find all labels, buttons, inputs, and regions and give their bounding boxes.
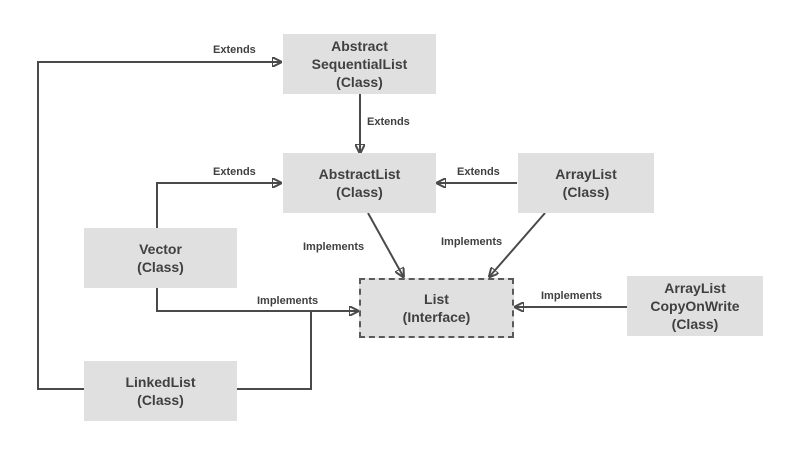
label-linkedlist-extends: Extends bbox=[213, 44, 256, 56]
label-abstractlist-implements: Implements bbox=[303, 241, 365, 253]
node-title-line1: Abstract bbox=[331, 38, 388, 54]
node-title: AbstractList bbox=[318, 166, 401, 182]
edge-linkedlist-extends-abstractsequentiallist bbox=[37, 62, 280, 390]
node-kind: (Class) bbox=[137, 259, 184, 275]
label-copyonwrite-implements: Implements bbox=[541, 290, 603, 302]
node-linked-list: LinkedList (Class) bbox=[84, 361, 237, 421]
node-kind: (Class) bbox=[562, 184, 610, 200]
node-kind: (Class) bbox=[671, 316, 719, 332]
node-array-list: ArrayList (Class) bbox=[518, 153, 654, 213]
node-title: Vector bbox=[139, 241, 182, 257]
node-kind: (Class) bbox=[336, 184, 383, 200]
node-title: LinkedList bbox=[125, 374, 196, 390]
node-kind: (Class) bbox=[137, 392, 184, 408]
edge-abstractlist-implements-list bbox=[367, 212, 403, 276]
node-abstract-sequential-list: Abstract SequentialList (Class) bbox=[283, 34, 436, 94]
node-array-list-copy-on-write: ArrayList CopyOnWrite (Class) bbox=[627, 276, 763, 336]
label-arraylist-extends: Extends bbox=[457, 166, 500, 178]
label-vector-linkedlist-implements: Implements bbox=[257, 295, 319, 307]
edge-vector-implements-list bbox=[156, 288, 357, 311]
node-kind: (Interface) bbox=[402, 309, 471, 325]
node-title-line1: ArrayList bbox=[664, 280, 726, 296]
node-kind: (Class) bbox=[336, 74, 383, 90]
node-list-interface: List (Interface) bbox=[359, 278, 514, 338]
edge-vector-extends-abstractlist bbox=[156, 183, 280, 228]
label-arraylist-implements: Implements bbox=[441, 236, 503, 248]
label-abstractsequential-extends: Extends bbox=[367, 116, 410, 128]
node-title-line2: CopyOnWrite bbox=[650, 298, 740, 314]
node-title-line2: SequentialList bbox=[311, 56, 408, 72]
edge-linkedlist-implements-list bbox=[236, 311, 312, 390]
node-vector: Vector (Class) bbox=[84, 228, 237, 288]
node-title: ArrayList bbox=[555, 166, 617, 182]
edge-arraylist-implements-list bbox=[490, 212, 546, 276]
node-abstract-list: AbstractList (Class) bbox=[283, 153, 436, 213]
label-vector-extends: Extends bbox=[213, 166, 256, 178]
node-title: List bbox=[424, 291, 449, 307]
